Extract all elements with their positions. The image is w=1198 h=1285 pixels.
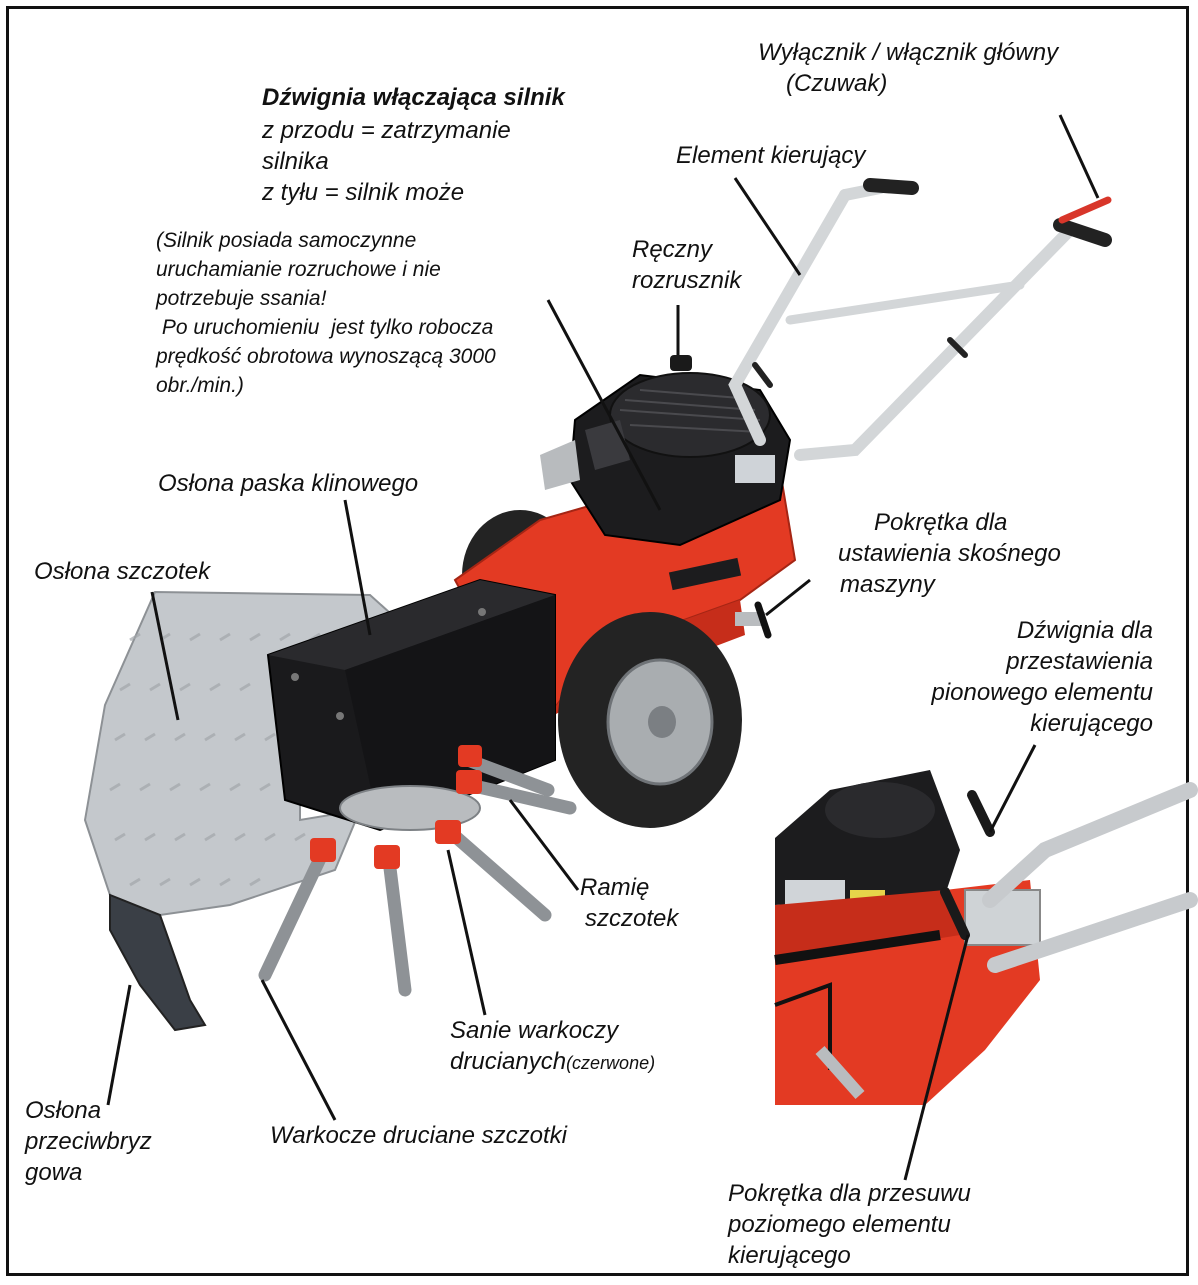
label-tilt-knob-line-3: maszyny xyxy=(840,571,935,598)
label-splash-guard-line-3: gowa xyxy=(25,1159,83,1186)
label-main-switch: Wyłącznik / włącznik główny (Czuwak) xyxy=(758,37,1058,99)
label-steering: Element kierujący xyxy=(676,142,866,169)
starter-grip xyxy=(670,355,692,371)
label-brush-arm: Ramię szczotek xyxy=(580,872,678,934)
leader-vertical-lever xyxy=(988,744,1037,833)
label-hand-starter: Ręczny rozrusznik xyxy=(632,234,741,296)
main-switch-lever xyxy=(1058,196,1112,224)
label-wire-sled: Sanie warkoczy drucianych(czerwone) xyxy=(450,1015,655,1079)
engine-label xyxy=(735,455,775,483)
label-horizontal-knob-line-2: poziomego elementu xyxy=(728,1211,951,1238)
leader-steering xyxy=(733,177,802,276)
label-engine-lever-line-2: silnika xyxy=(262,148,329,175)
label-engine-note-line-4: Po uruchomieniu jest tylko robocza xyxy=(156,316,494,339)
label-engine-note-line-1: (Silnik posiada samoczynne xyxy=(156,229,417,252)
leader-brush-guard xyxy=(150,591,180,721)
leader-main-switch xyxy=(1058,114,1100,199)
label-wire-sled-suffix: (czerwone) xyxy=(566,1053,656,1073)
label-engine-note-line-2: uruchamianie rozruchowe i nie xyxy=(156,258,441,281)
label-brush-arm-line-1: Ramię xyxy=(580,874,650,901)
leader-tilt-knob xyxy=(765,578,811,617)
wire-sleds xyxy=(310,745,482,869)
label-hand-starter-line-2: rozrusznik xyxy=(632,267,742,294)
diagram-frame xyxy=(6,6,1189,1276)
label-engine-note-line-3: potrzebuje ssania! xyxy=(156,287,327,310)
leader-horizontal-knob xyxy=(903,934,970,1181)
label-splash-guard: Osłona przeciwbryz gowa xyxy=(25,1095,152,1188)
label-horizontal-knob-line-1: Pokrętka dla przesuwu xyxy=(728,1180,971,1207)
splash-guard-flap xyxy=(109,893,207,1032)
label-wire-brushes: Warkocze druciane szczotki xyxy=(270,1122,567,1149)
label-main-switch-line-2: (Czuwak) xyxy=(786,70,888,97)
label-engine-note-line-6: obr./min.) xyxy=(156,374,244,397)
label-engine-lever-title: Dźwignia włączająca silnik xyxy=(262,84,565,111)
steering-handle xyxy=(728,178,1112,461)
label-vertical-lever-line-4: kierującego xyxy=(1030,710,1153,737)
brush-head xyxy=(258,745,577,997)
label-wire-sled-line-1: Sanie warkoczy xyxy=(450,1017,619,1044)
label-wire-sled-line-2: drucianych xyxy=(450,1048,567,1075)
label-vertical-lever-line-1: Dźwignia dla xyxy=(1016,617,1153,644)
leader-wire-brushes xyxy=(260,979,337,1121)
leader-splash-guard xyxy=(106,984,132,1106)
label-tilt-knob-line-2: ustawienia skośnego xyxy=(838,540,1061,567)
detail-inset xyxy=(774,770,1198,1105)
label-engine-lever: z przodu = zatrzymanie silnika z tyłu = … xyxy=(262,115,511,208)
label-engine-lever-line-3: z tyłu = silnik może xyxy=(262,179,465,206)
leader-engine-lever xyxy=(546,299,662,511)
label-vertical-lever-line-2: przestawienia xyxy=(1006,648,1153,675)
front-wheel xyxy=(558,612,742,828)
label-engine-note: (Silnik posiada samoczynne uruchamianie … xyxy=(156,226,496,400)
tilt-knob xyxy=(735,601,772,639)
label-tilt-knob-line-1: Pokrętka dla xyxy=(874,509,1008,536)
label-belt-guard: Osłona paska klinowego xyxy=(158,470,419,497)
leader-lines xyxy=(106,114,1100,1181)
label-engine-lever-line-1: z przodu = zatrzymanie xyxy=(262,117,511,144)
label-hand-starter-line-1: Ręczny xyxy=(632,236,713,263)
leader-brush-arm xyxy=(508,799,580,891)
label-vertical-lever: Dźwignia dla przestawienia pionowego ele… xyxy=(932,615,1154,739)
label-horizontal-knob: Pokrętka dla przesuwu poziomego elementu… xyxy=(728,1178,971,1271)
label-tilt-knob: Pokrętka dla ustawienia skośnego maszyny xyxy=(838,507,1061,600)
label-vertical-lever-line-3: pionowego elementu xyxy=(931,679,1154,706)
label-brush-guard: Osłona szczotek xyxy=(34,558,211,585)
label-splash-guard-line-1: Osłona xyxy=(25,1097,102,1124)
engine-block xyxy=(540,355,792,547)
leader-belt-guard xyxy=(343,499,372,636)
label-engine-note-line-5: prędkość obrotowa wynoszącą 3000 xyxy=(156,345,496,368)
label-splash-guard-line-2: przeciwbryz xyxy=(25,1128,152,1155)
label-brush-arm-line-2: szczotek xyxy=(585,905,679,932)
leader-wire-sled xyxy=(446,849,487,1016)
label-horizontal-knob-line-3: kierującego xyxy=(728,1242,851,1269)
label-main-switch-line-1: Wyłącznik / włącznik główny xyxy=(758,39,1059,66)
